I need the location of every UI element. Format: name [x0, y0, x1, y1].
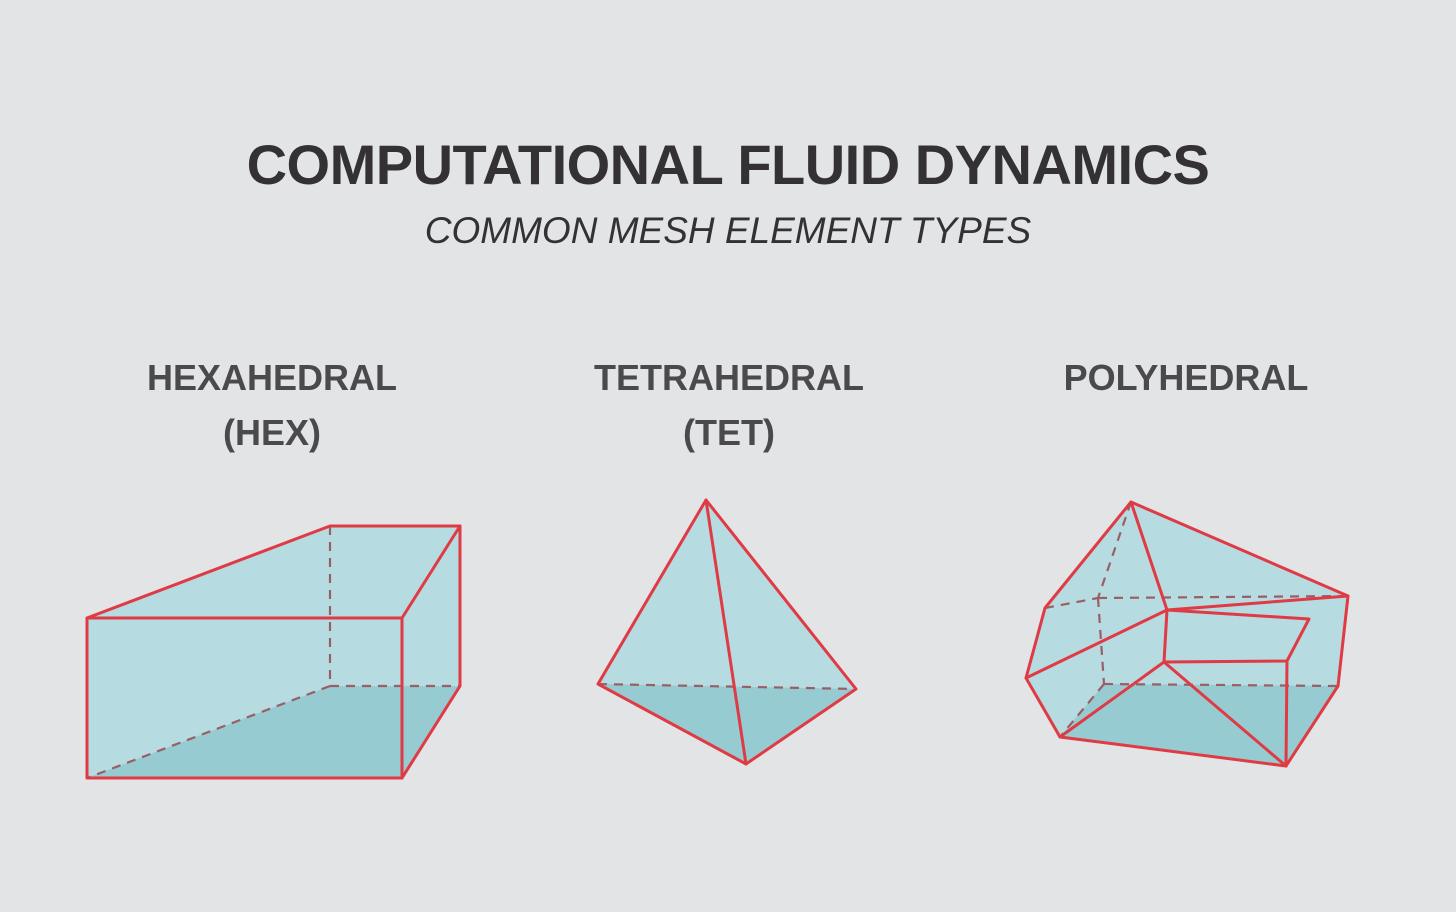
poly-edge	[1024, 608, 1169, 680]
label-tetrahedral-abbr: (TET)	[683, 412, 775, 453]
label-polyhedral-name: POLYHEDRAL	[1063, 357, 1309, 398]
poly-hidden-edge	[1096, 501, 1133, 599]
label-hexahedral: HEXAHEDRAL (HEX)	[62, 350, 482, 460]
label-polyhedral: POLYHEDRAL	[976, 350, 1396, 405]
page-title: COMPUTATIONAL FLUID DYNAMICS	[246, 133, 1210, 196]
hexahedron-icon	[85, 524, 462, 780]
tet-edge-front	[704, 498, 748, 766]
page-subtitle: COMMON MESH ELEMENT TYPES	[424, 210, 1032, 251]
hex-edge-top	[85, 524, 462, 620]
poly-hidden-edge	[1103, 682, 1339, 688]
poly-edge-outline	[1024, 500, 1350, 768]
hex-face-bottom	[87, 686, 460, 778]
poly-hidden-edge	[1096, 597, 1106, 685]
poly-edge	[1162, 660, 1288, 768]
polyhedron-icon	[1024, 500, 1350, 768]
label-tetrahedral-name: TETRAHEDRAL	[594, 357, 864, 398]
tet-hidden-edges	[597, 682, 857, 691]
hex-hidden-edge	[86, 684, 331, 780]
hex-face-top	[87, 526, 460, 618]
label-tetrahedral: TETRAHEDRAL (TET)	[519, 350, 939, 460]
tetrahedron-icon	[596, 498, 858, 766]
poly-edge	[1284, 659, 1289, 768]
tet-visible-edges	[596, 498, 858, 766]
tet-hidden-edge	[597, 682, 857, 691]
hex-visible-edges	[85, 524, 462, 780]
hex-hidden-edges	[86, 526, 460, 780]
label-hexahedral-name: HEXAHEDRAL	[146, 357, 397, 398]
poly-hidden-edge	[1059, 683, 1105, 738]
hex-edge-right	[400, 524, 462, 780]
poly-visible-edges	[1024, 500, 1350, 768]
poly-hidden-edges	[1044, 501, 1349, 738]
label-hexahedral-abbr: (HEX)	[223, 412, 321, 453]
poly-hidden-edge	[1044, 596, 1099, 610]
tet-face-bottom	[598, 684, 856, 764]
poly-edge	[1058, 660, 1166, 739]
poly-hidden-edge	[1097, 594, 1349, 600]
